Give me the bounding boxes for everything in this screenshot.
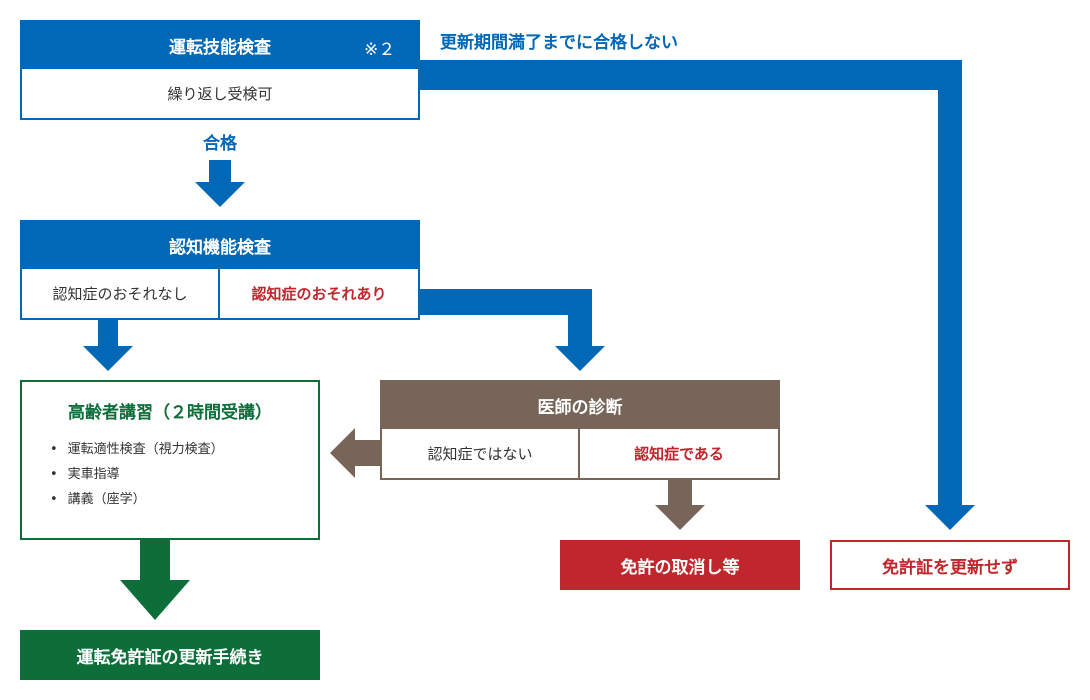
cognitive-test-box: 認知機能検査 認知症のおそれなし 認知症のおそれあり	[20, 220, 420, 320]
arrow-renewal	[120, 540, 190, 620]
driving-test-sub: 繰り返し受検可	[22, 69, 418, 118]
cognitive-risk: 認知症のおそれあり	[220, 269, 418, 318]
revoke-box: 免許の取消し等	[560, 540, 800, 590]
doctor-box: 医師の診断 認知症ではない 認知症である	[380, 380, 780, 480]
doctor-dementia: 認知症である	[580, 429, 778, 478]
renewal-box: 運転免許証の更新手続き	[20, 630, 320, 680]
no-renewal-box: 免許証を更新せず	[830, 540, 1070, 590]
elderly-course-box: 高齢者講習（２時間受講） 運転適性検査（視力検査） 実車指導 講義（座学）	[20, 380, 320, 540]
doctor-not-dementia: 認知症ではない	[382, 429, 580, 478]
elderly-course-items: 運転適性検査（視力検査） 実車指導 講義（座学）	[42, 437, 224, 512]
passed-label: 合格	[203, 133, 237, 154]
list-item: 実車指導	[42, 462, 224, 487]
arrow-not-dementia	[330, 428, 380, 478]
arrow-passed	[195, 160, 245, 207]
list-item: 運転適性検査（視力検査）	[42, 437, 224, 462]
driving-test-header: 運転技能検査	[22, 22, 418, 69]
arrow-dementia	[655, 478, 705, 530]
driving-test-note: ※２	[364, 40, 396, 60]
cognitive-test-header: 認知機能検査	[22, 222, 418, 269]
elderly-course-title: 高齢者講習（２時間受講）	[68, 403, 272, 423]
cognitive-no-risk: 認知症のおそれなし	[22, 269, 220, 318]
not-passed-label: 更新期間満了までに合格しない	[440, 33, 678, 53]
doctor-header: 医師の診断	[382, 382, 778, 429]
list-item: 講義（座学）	[42, 487, 224, 512]
driving-test-box: 運転技能検査 ※２ 繰り返し受検可	[20, 20, 420, 120]
driving-test-title: 運転技能検査	[169, 38, 271, 58]
arrow-no-risk	[83, 318, 133, 371]
arrow-risk	[418, 289, 605, 371]
